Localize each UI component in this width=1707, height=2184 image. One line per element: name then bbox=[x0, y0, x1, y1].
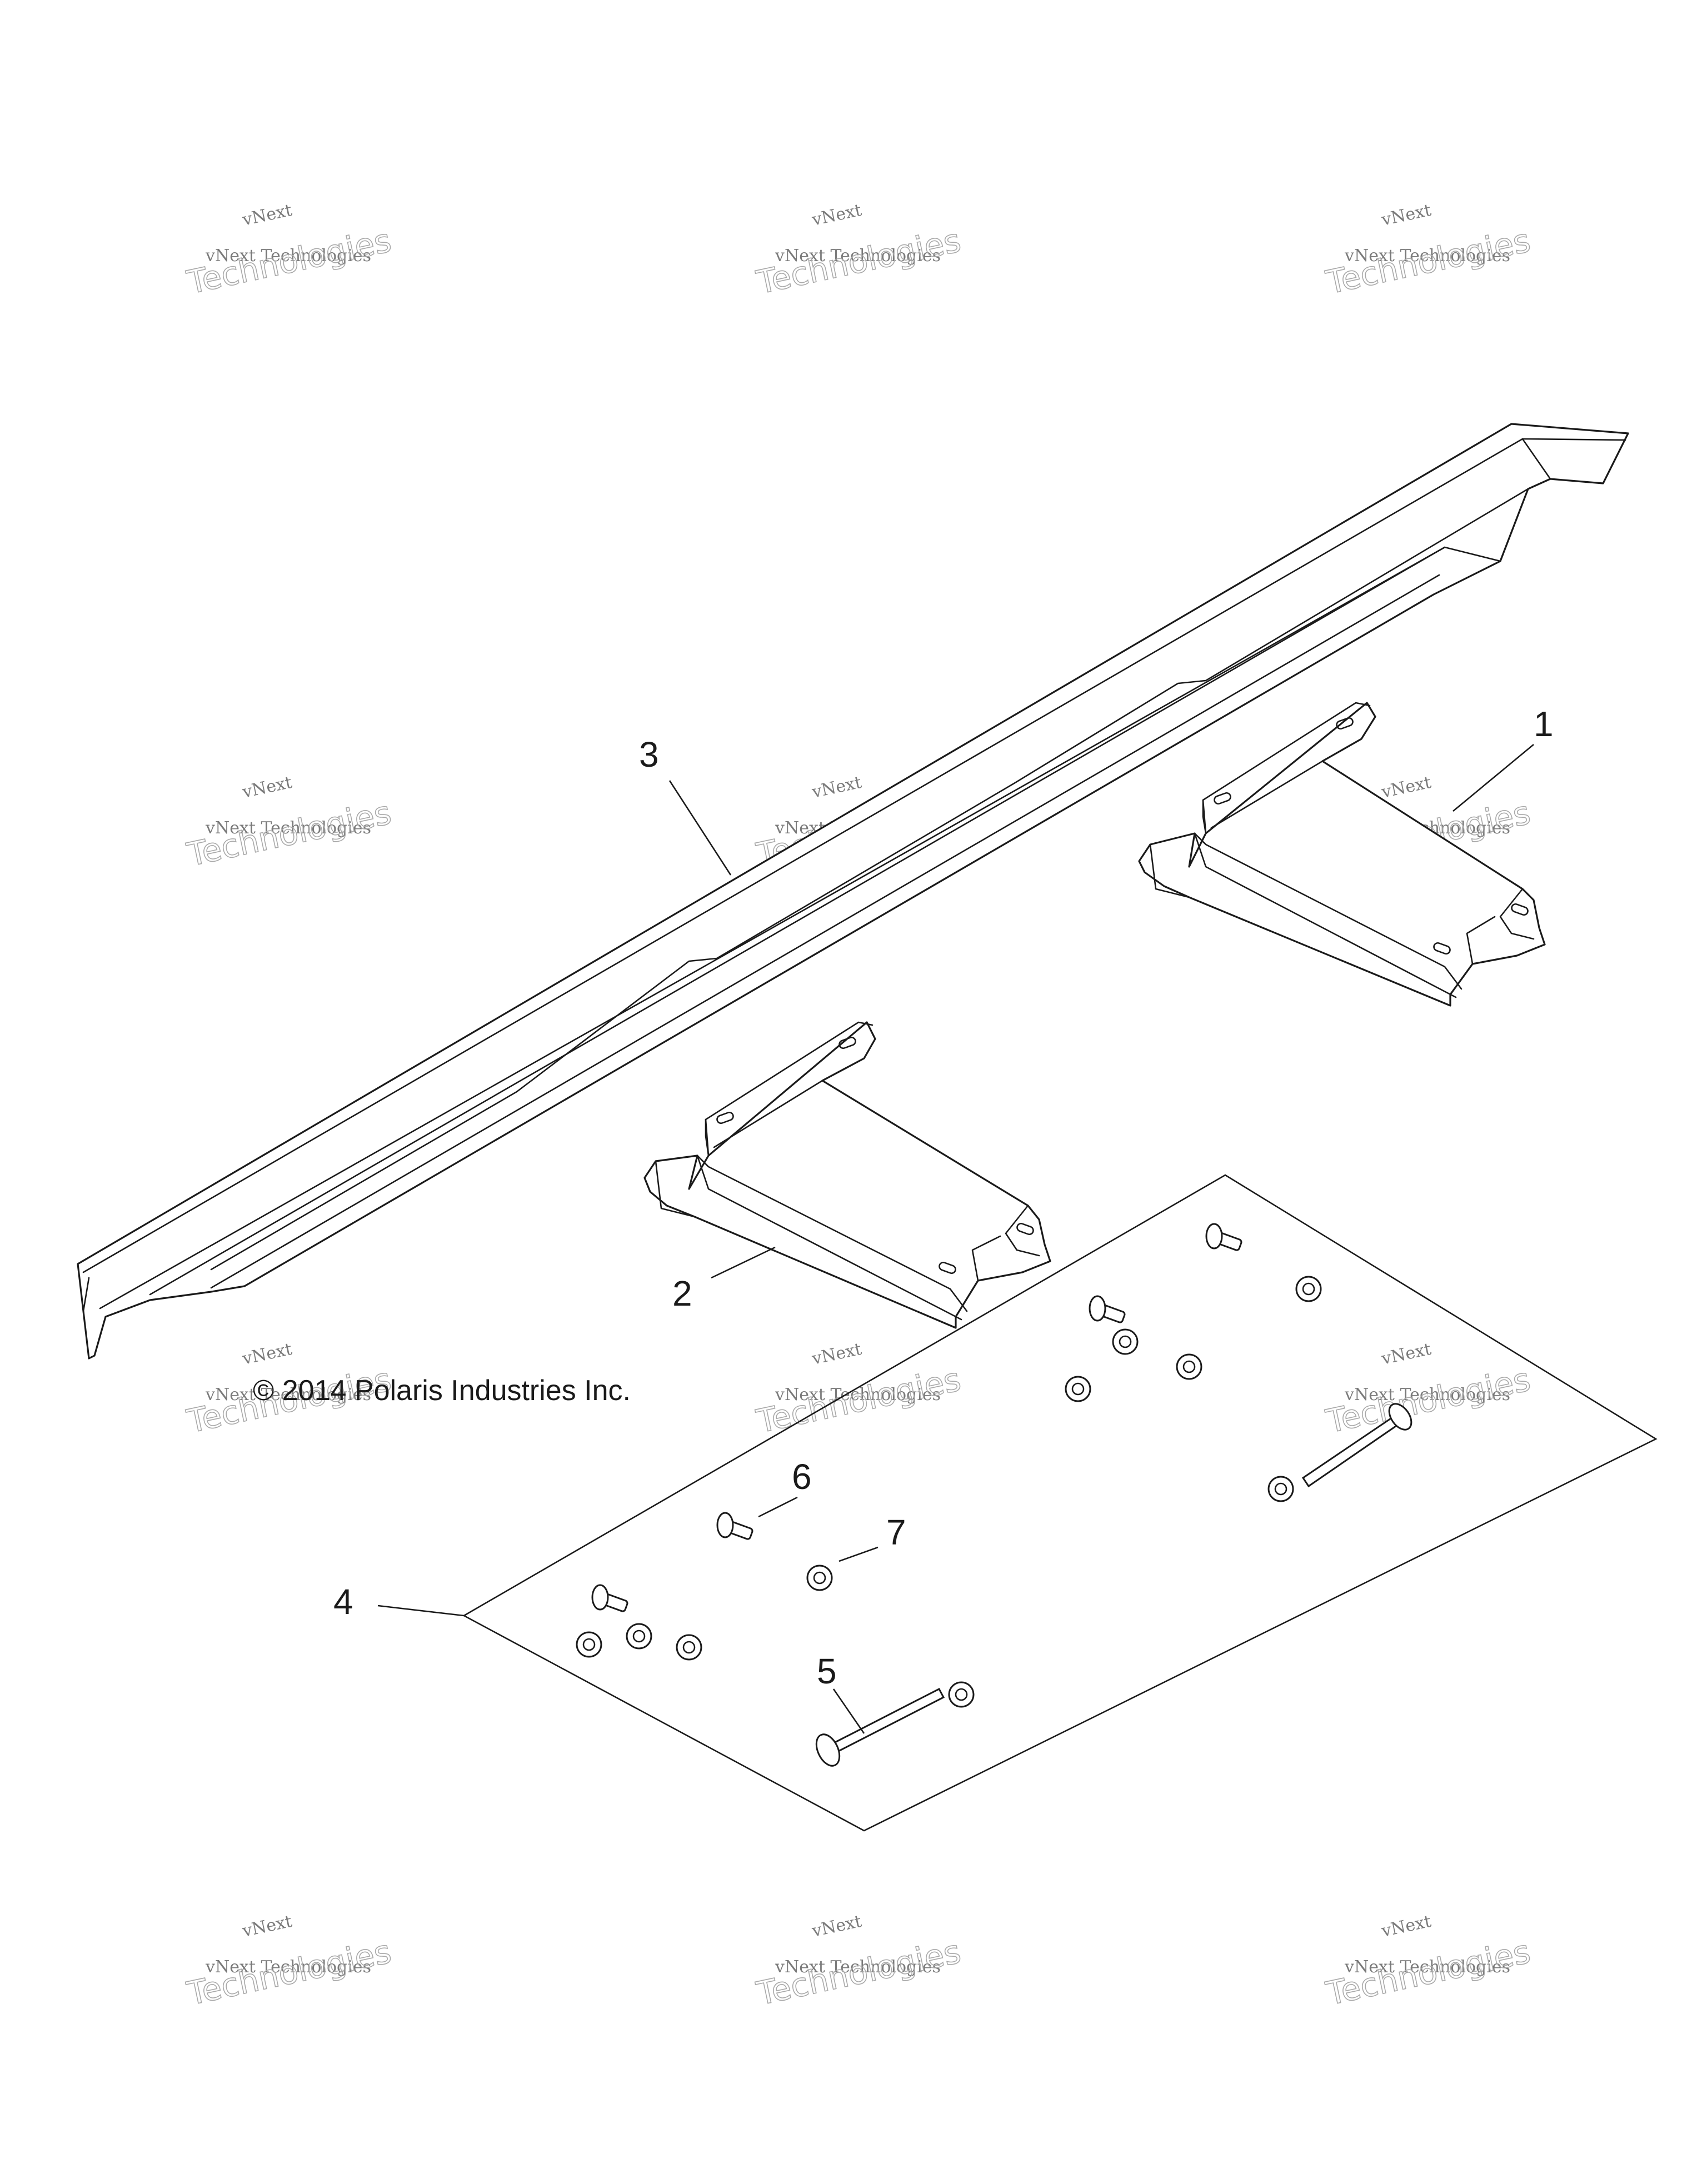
watermark-line3: Technologies bbox=[183, 1932, 395, 2012]
watermark: vNext vNext Technologies Technologies bbox=[1322, 201, 1534, 302]
watermark: vNext vNext Technologies Technologies bbox=[752, 201, 964, 302]
copyright-notice: © 2014 Polaris Industries Inc. bbox=[253, 1375, 631, 1407]
leader-2 bbox=[711, 1246, 776, 1279]
watermark-line1: vNext bbox=[240, 1912, 293, 1941]
leader-3 bbox=[668, 780, 732, 876]
watermark: vNext vNext Technologies Technologies bbox=[1322, 1912, 1534, 2013]
watermark: vNext vNext Technologies Technologies bbox=[183, 1912, 395, 2013]
callout-5: 5 bbox=[817, 1651, 837, 1691]
hardware-kit bbox=[462, 1174, 1658, 1832]
watermark-line1: vNext bbox=[810, 201, 863, 230]
flange-nut bbox=[948, 1681, 975, 1708]
flange-bolt bbox=[716, 1512, 753, 1540]
chain-guard-rail bbox=[77, 423, 1629, 1360]
callout-6: 6 bbox=[792, 1457, 812, 1497]
watermark-line1: vNext bbox=[240, 201, 293, 230]
watermark: vNext vNext Technologies Technologies bbox=[183, 201, 395, 302]
flange-nut bbox=[1295, 1276, 1322, 1302]
bracket-right bbox=[1138, 702, 1546, 1007]
flange-nut bbox=[676, 1634, 702, 1661]
hardware-kit-outline bbox=[462, 1174, 1658, 1832]
bracket-left bbox=[643, 1021, 1051, 1329]
flange-nut bbox=[806, 1565, 833, 1591]
watermark-line1: vNext bbox=[1379, 1912, 1433, 1941]
flange-bolt bbox=[1089, 1295, 1126, 1323]
watermark-line1: vNext bbox=[1379, 201, 1433, 230]
long-bolt bbox=[815, 1687, 945, 1767]
flange-nut bbox=[1176, 1353, 1202, 1380]
watermark-line3: Technologies bbox=[1322, 1360, 1534, 1440]
watermark-line2: vNext Technologies bbox=[205, 818, 371, 838]
watermark-line3: Technologies bbox=[183, 221, 395, 301]
leader-6 bbox=[758, 1496, 798, 1518]
leader-4 bbox=[377, 1605, 465, 1617]
watermark-line1: vNext bbox=[810, 773, 863, 802]
watermark-line3: Technologies bbox=[753, 1932, 964, 2012]
watermark-line1: vNext bbox=[1379, 1340, 1433, 1369]
watermark-line3: Technologies bbox=[753, 221, 964, 301]
leader-7 bbox=[838, 1546, 879, 1562]
leader-1 bbox=[1453, 743, 1534, 812]
callout-4: 4 bbox=[333, 1582, 353, 1622]
watermark-line3: Technologies bbox=[183, 793, 395, 873]
watermark-line2: vNext Technologies bbox=[1344, 1385, 1510, 1405]
flange-nut bbox=[626, 1623, 652, 1650]
callout-3: 3 bbox=[639, 734, 659, 774]
callouts: 1 2 3 4 5 6 7 bbox=[333, 704, 1554, 1691]
watermark-line3: Technologies bbox=[1322, 221, 1534, 301]
flange-bolt bbox=[1205, 1223, 1242, 1251]
watermark-line1: vNext bbox=[810, 1912, 863, 1941]
watermark-line1: vNext bbox=[240, 1340, 293, 1369]
leader-lines bbox=[377, 743, 1534, 1734]
watermark-line3: Technologies bbox=[753, 1360, 964, 1440]
watermark-line2: vNext Technologies bbox=[205, 246, 371, 266]
flange-nut bbox=[576, 1631, 602, 1658]
watermark-line2: vNext Technologies bbox=[775, 246, 941, 266]
watermark-line1: vNext bbox=[1379, 773, 1433, 802]
watermark-line2: vNext Technologies bbox=[1344, 246, 1510, 266]
watermark: vNext vNext Technologies Technologies bbox=[752, 1340, 964, 1441]
watermark-line3: Technologies bbox=[1322, 1932, 1534, 2012]
watermark: vNext vNext Technologies Technologies bbox=[752, 1912, 964, 2013]
long-bolt bbox=[1301, 1403, 1412, 1488]
watermark-line2: vNext Technologies bbox=[775, 1957, 941, 1977]
watermark-line2: vNext Technologies bbox=[205, 1957, 371, 1977]
callout-1: 1 bbox=[1534, 704, 1554, 744]
watermark: vNext vNext Technologies Technologies bbox=[183, 773, 395, 874]
watermark: vNext vNext Technologies Technologies bbox=[1322, 1340, 1534, 1441]
leader-5 bbox=[832, 1688, 865, 1734]
watermark-line2: vNext Technologies bbox=[1344, 1957, 1510, 1977]
flange-nut bbox=[1112, 1328, 1139, 1355]
flange-nut bbox=[1065, 1376, 1091, 1402]
watermark-line2: vNext Technologies bbox=[205, 1385, 371, 1405]
callout-7: 7 bbox=[886, 1512, 906, 1552]
callout-2: 2 bbox=[672, 1273, 692, 1313]
flange-nut bbox=[1267, 1476, 1294, 1502]
watermark-line1: vNext bbox=[810, 1340, 863, 1369]
watermark-line1: vNext bbox=[240, 773, 293, 802]
flange-bolt bbox=[591, 1584, 628, 1612]
